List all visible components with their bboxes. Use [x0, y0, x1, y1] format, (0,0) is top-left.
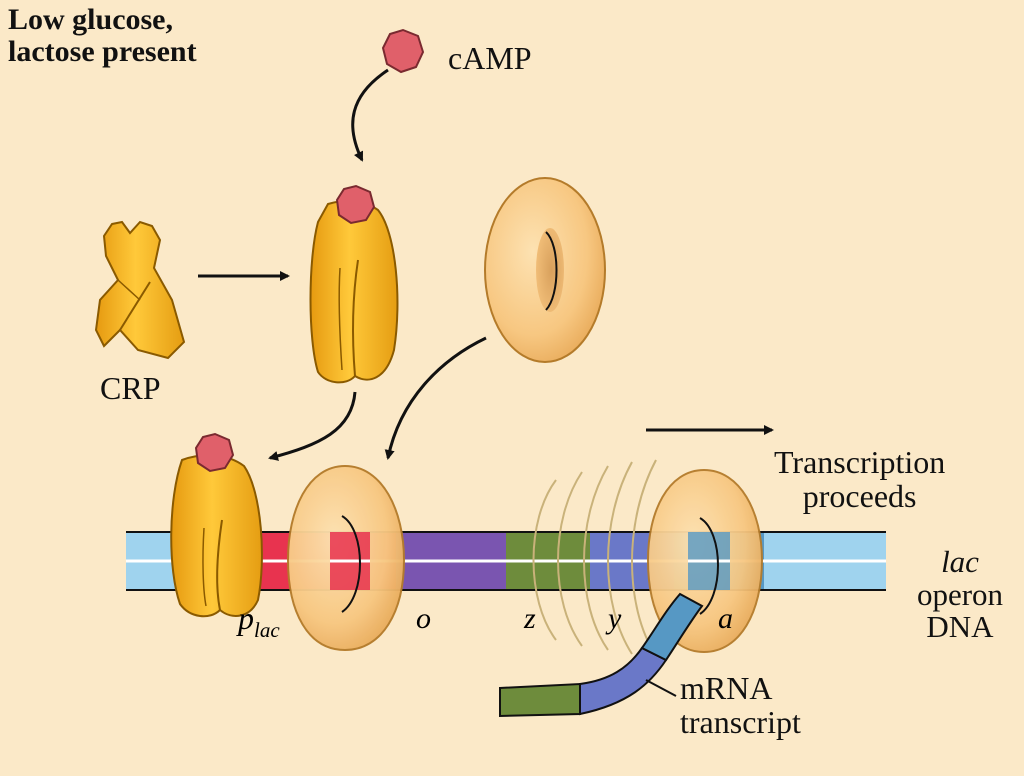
- gene-z-label: z: [524, 602, 536, 635]
- gene-a-label: a: [718, 602, 733, 635]
- title-line-2: lactose present: [8, 34, 197, 68]
- lac-operon-dna-label: lac operon DNA: [905, 544, 1015, 645]
- gene-y-label: y: [608, 602, 622, 635]
- transcription-label-line-1: Transcription: [774, 444, 946, 480]
- rna-polymerase-free: [484, 177, 606, 363]
- crp-label: CRP: [100, 370, 161, 406]
- camp-label: cAMP: [448, 40, 532, 76]
- title-line-1: Low glucose,: [8, 3, 173, 36]
- crp-camp-complex-bound: [170, 432, 263, 618]
- polymerase-to-dna-arrow: [384, 336, 487, 460]
- transcription-label-line-2: proceeds: [802, 477, 917, 514]
- transcription-ripples: [532, 459, 657, 657]
- mrna-label-line-2: transcript: [680, 703, 801, 740]
- camp-molecule: [381, 28, 425, 74]
- mrna-transcript: [499, 592, 704, 718]
- crp-camp-complex-top: [309, 184, 399, 384]
- lac-label: lac: [941, 544, 979, 579]
- promoter-label-sub: lac: [254, 618, 280, 642]
- crp-to-dna-arrow: [268, 391, 357, 461]
- operon-label: operon: [916, 576, 1004, 612]
- gene-o-label: o: [416, 602, 431, 635]
- camp-binding-arrow: [351, 68, 389, 162]
- transcription-proceeds-label: Transcription proceeds: [774, 444, 946, 514]
- promoter-label: plac: [238, 600, 280, 643]
- rna-polymerase-at-promoter: [286, 464, 406, 652]
- crp-protein-inactive: [94, 220, 186, 360]
- mrna-transcript-label: mRNA transcript: [680, 670, 801, 740]
- promoter-label-p: p: [238, 600, 254, 636]
- mrna-label-line-1: mRNA: [680, 670, 773, 706]
- condition-title: Low glucose, lactose present: [8, 4, 197, 67]
- dna-label: DNA: [926, 609, 994, 645]
